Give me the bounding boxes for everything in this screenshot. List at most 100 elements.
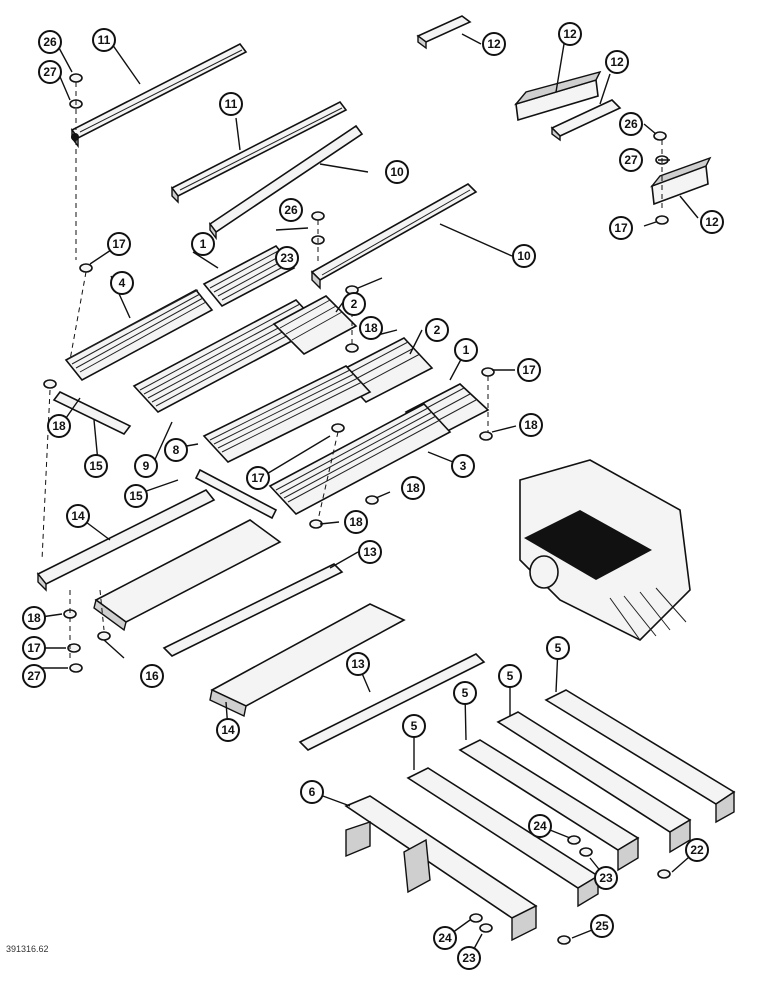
callout-17-b-label: 17 <box>112 237 126 251</box>
callout-14-a: 14 <box>66 504 90 528</box>
callout-17-c-label: 17 <box>522 363 536 377</box>
bracket-part-12-d <box>649 156 712 206</box>
callout-2-a-label: 2 <box>351 297 358 311</box>
callout-1-a: 1 <box>191 232 215 256</box>
floor-panel-part-4 <box>64 288 214 382</box>
floor-panel-part-3 <box>268 403 452 515</box>
callout-23-a: 23 <box>275 246 299 270</box>
floor-panel-part-1-upper <box>202 244 296 308</box>
callout-18-d: 18 <box>401 476 425 500</box>
callout-10-a: 10 <box>385 160 409 184</box>
callout-23-a-label: 23 <box>280 251 294 265</box>
callout-27-a-label: 27 <box>43 65 57 79</box>
callout-18-e: 18 <box>344 510 368 534</box>
callout-24-a-label: 24 <box>533 819 547 833</box>
callout-25-label: 25 <box>595 919 609 933</box>
cross-member-part-5-b <box>496 711 692 854</box>
callout-11-a: 11 <box>92 28 116 52</box>
callout-1-a-label: 1 <box>200 237 207 251</box>
callout-17-a: 17 <box>609 216 633 240</box>
callout-14-b: 14 <box>216 718 240 742</box>
callout-26-b-label: 26 <box>624 117 638 131</box>
callout-5-b: 5 <box>498 664 522 688</box>
callout-18-c: 18 <box>519 413 543 437</box>
callout-12-d-label: 12 <box>705 215 719 229</box>
callout-2-b: 2 <box>425 318 449 342</box>
callout-5-d-label: 5 <box>411 719 418 733</box>
callout-14-a-label: 14 <box>71 509 85 523</box>
bar-part-13-lower <box>298 653 486 751</box>
callout-12-c: 12 <box>605 50 629 74</box>
callout-24-b-label: 24 <box>438 931 452 945</box>
callout-5-c-label: 5 <box>462 686 469 700</box>
callout-23-c: 23 <box>457 946 481 970</box>
callout-5-b-label: 5 <box>507 669 514 683</box>
callout-4-label: 4 <box>119 276 126 290</box>
callout-17-c: 17 <box>517 358 541 382</box>
callout-15-a: 15 <box>84 454 108 478</box>
alignment-lines <box>41 82 663 660</box>
bracket-part-12-a <box>416 15 472 50</box>
callout-15-a-label: 15 <box>89 459 103 473</box>
callout-6-label: 6 <box>309 785 316 799</box>
callout-11-b: 11 <box>219 92 243 116</box>
frame-part-6 <box>344 795 538 942</box>
callout-1-b-label: 1 <box>463 343 470 357</box>
callout-27-c-label: 27 <box>27 669 41 683</box>
callout-6: 6 <box>300 780 324 804</box>
callout-11-b-label: 11 <box>225 97 238 111</box>
callout-13-a: 13 <box>358 540 382 564</box>
callout-18-f: 18 <box>22 606 46 630</box>
cotton-picker-thumbnail <box>519 459 691 641</box>
callout-5-a: 5 <box>546 636 570 660</box>
callout-17-b: 17 <box>107 232 131 256</box>
callout-10-b: 10 <box>512 244 536 268</box>
callout-5-d: 5 <box>402 714 426 738</box>
callout-17-d: 17 <box>246 466 270 490</box>
callout-27-c: 27 <box>22 664 46 688</box>
callout-27-b: 27 <box>619 148 643 172</box>
callout-12-a-label: 12 <box>487 37 501 51</box>
callout-18-d-label: 18 <box>406 481 420 495</box>
callout-12-d: 12 <box>700 210 724 234</box>
callout-26-a-label: 26 <box>43 35 57 49</box>
callout-9: 9 <box>134 454 158 478</box>
callout-26-c-label: 26 <box>284 203 298 217</box>
callout-2-a: 2 <box>342 292 366 316</box>
callout-11-a-label: 11 <box>98 33 111 47</box>
callout-8: 8 <box>164 438 188 462</box>
callout-22-label: 22 <box>690 843 704 857</box>
bracket-part-12-c <box>550 99 622 142</box>
cross-member-part-5-a <box>544 689 736 824</box>
rail-part-11-middle <box>170 100 348 204</box>
callout-22: 22 <box>685 838 709 862</box>
callout-10-b-label: 10 <box>517 249 531 263</box>
callout-12-a: 12 <box>482 32 506 56</box>
callout-13-b: 13 <box>346 652 370 676</box>
callout-16: 16 <box>140 664 164 688</box>
callout-18-b-label: 18 <box>52 419 66 433</box>
callout-16-label: 16 <box>145 669 159 683</box>
callout-24-a: 24 <box>528 814 552 838</box>
callout-14-b-label: 14 <box>221 723 235 737</box>
callout-17-e-label: 17 <box>27 641 41 655</box>
callout-13-b-label: 13 <box>351 657 365 671</box>
channel-part-14-upper <box>36 488 216 592</box>
callout-15-b: 15 <box>124 484 148 508</box>
bracket-part-12-b <box>513 70 602 122</box>
callout-27-b-label: 27 <box>624 153 638 167</box>
callout-17-a-label: 17 <box>614 221 628 235</box>
callout-18-c-label: 18 <box>524 418 538 432</box>
callout-23-b-label: 23 <box>599 871 613 885</box>
callout-12-c-label: 12 <box>610 55 624 69</box>
callout-15-b-label: 15 <box>129 489 143 503</box>
callout-4: 4 <box>110 271 134 295</box>
drawing-code: 391316.62 <box>6 944 49 954</box>
callout-1-b: 1 <box>454 338 478 362</box>
callout-5-a-label: 5 <box>555 641 562 655</box>
channel-part-14-lower <box>209 603 406 718</box>
callout-24-b: 24 <box>433 926 457 950</box>
angle-bar-part-15-left <box>52 390 132 436</box>
